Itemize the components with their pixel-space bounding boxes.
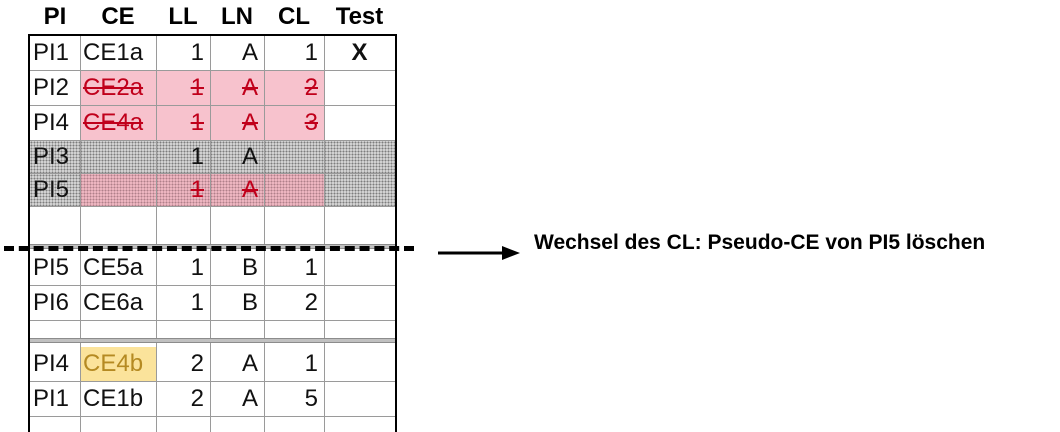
- cell-pi: PI5: [30, 174, 80, 206]
- row-divider: [30, 320, 395, 321]
- cell-test: X: [351, 39, 368, 66]
- column-divider: [264, 36, 265, 432]
- cell-pi: PI4: [33, 350, 70, 377]
- cl-change-dashed-line: [4, 246, 414, 251]
- cell-ll: 1: [190, 39, 204, 66]
- cell-ce: CE1a: [83, 39, 144, 66]
- cell-pi: PI1: [33, 385, 70, 412]
- cell-ln: A: [210, 174, 264, 206]
- cell-test: [324, 141, 395, 173]
- cell-cl: [264, 174, 324, 206]
- cell-ce: [80, 174, 156, 206]
- cell-ln: B: [241, 289, 258, 316]
- cell-ce: [80, 141, 156, 173]
- header-test: Test: [335, 3, 384, 30]
- cell-pi: PI3: [30, 141, 80, 173]
- table-frame: [28, 34, 397, 432]
- header-ll: LL: [168, 3, 198, 30]
- cell-cl: [264, 141, 324, 173]
- column-divider: [156, 36, 157, 432]
- row-divider: [30, 285, 395, 286]
- cell-ce: CE5a: [83, 254, 144, 281]
- cell-ll: 1: [156, 71, 210, 105]
- column-divider: [80, 36, 81, 432]
- column-divider: [210, 36, 211, 432]
- cell-ln: A: [210, 71, 264, 105]
- cell-pi: PI2: [33, 74, 70, 101]
- annotation-text: Wechsel des CL: Pseudo-CE von PI5 lösche…: [534, 231, 986, 254]
- cell-ln: B: [241, 254, 258, 281]
- cell-cl: 1: [304, 39, 318, 66]
- cell-cl: 2: [264, 71, 324, 105]
- header-pi: PI: [43, 3, 67, 30]
- cell-cl: 3: [264, 106, 324, 140]
- cell-cl: 1: [304, 350, 318, 377]
- cell-ln: A: [210, 141, 264, 173]
- cell-cl: 2: [304, 289, 318, 316]
- cell-test: [324, 174, 395, 206]
- cell-ce: CE4b: [80, 347, 156, 381]
- row-divider: [30, 70, 395, 71]
- cell-ll: 2: [190, 385, 204, 412]
- cell-ce: CE6a: [83, 289, 144, 316]
- cell-cl: 1: [304, 254, 318, 281]
- header-cl: CL: [278, 3, 310, 30]
- column-divider: [324, 36, 325, 432]
- separator-band: [30, 338, 395, 343]
- cell-ce: CE1b: [83, 385, 144, 412]
- row-divider: [30, 140, 395, 141]
- cell-ll: 1: [190, 289, 204, 316]
- cell-pi: PI1: [33, 39, 70, 66]
- cell-ce: CE2a: [80, 71, 156, 105]
- arrow-right-icon: [438, 246, 520, 260]
- cell-pi: PI4: [33, 109, 70, 136]
- cell-ll: 1: [156, 141, 210, 173]
- row-divider: [30, 173, 395, 174]
- row-divider: [30, 206, 395, 207]
- cell-cl: 5: [304, 385, 318, 412]
- row-divider: [30, 105, 395, 106]
- cell-ln: A: [241, 39, 258, 66]
- row-divider: [30, 416, 395, 417]
- cell-ln: A: [210, 106, 264, 140]
- cell-ce: CE4a: [80, 106, 156, 140]
- cell-ll: 1: [156, 174, 210, 206]
- cell-ll: 1: [190, 254, 204, 281]
- cell-ll: 1: [156, 106, 210, 140]
- cell-ln: A: [241, 385, 258, 412]
- cell-ll: 2: [190, 350, 204, 377]
- header-ce: CE: [101, 3, 135, 30]
- cell-pi: PI6: [33, 289, 70, 316]
- header-ln: LN: [221, 3, 253, 30]
- row-divider: [30, 381, 395, 382]
- cell-pi: PI5: [33, 254, 70, 281]
- cell-ln: A: [241, 350, 258, 377]
